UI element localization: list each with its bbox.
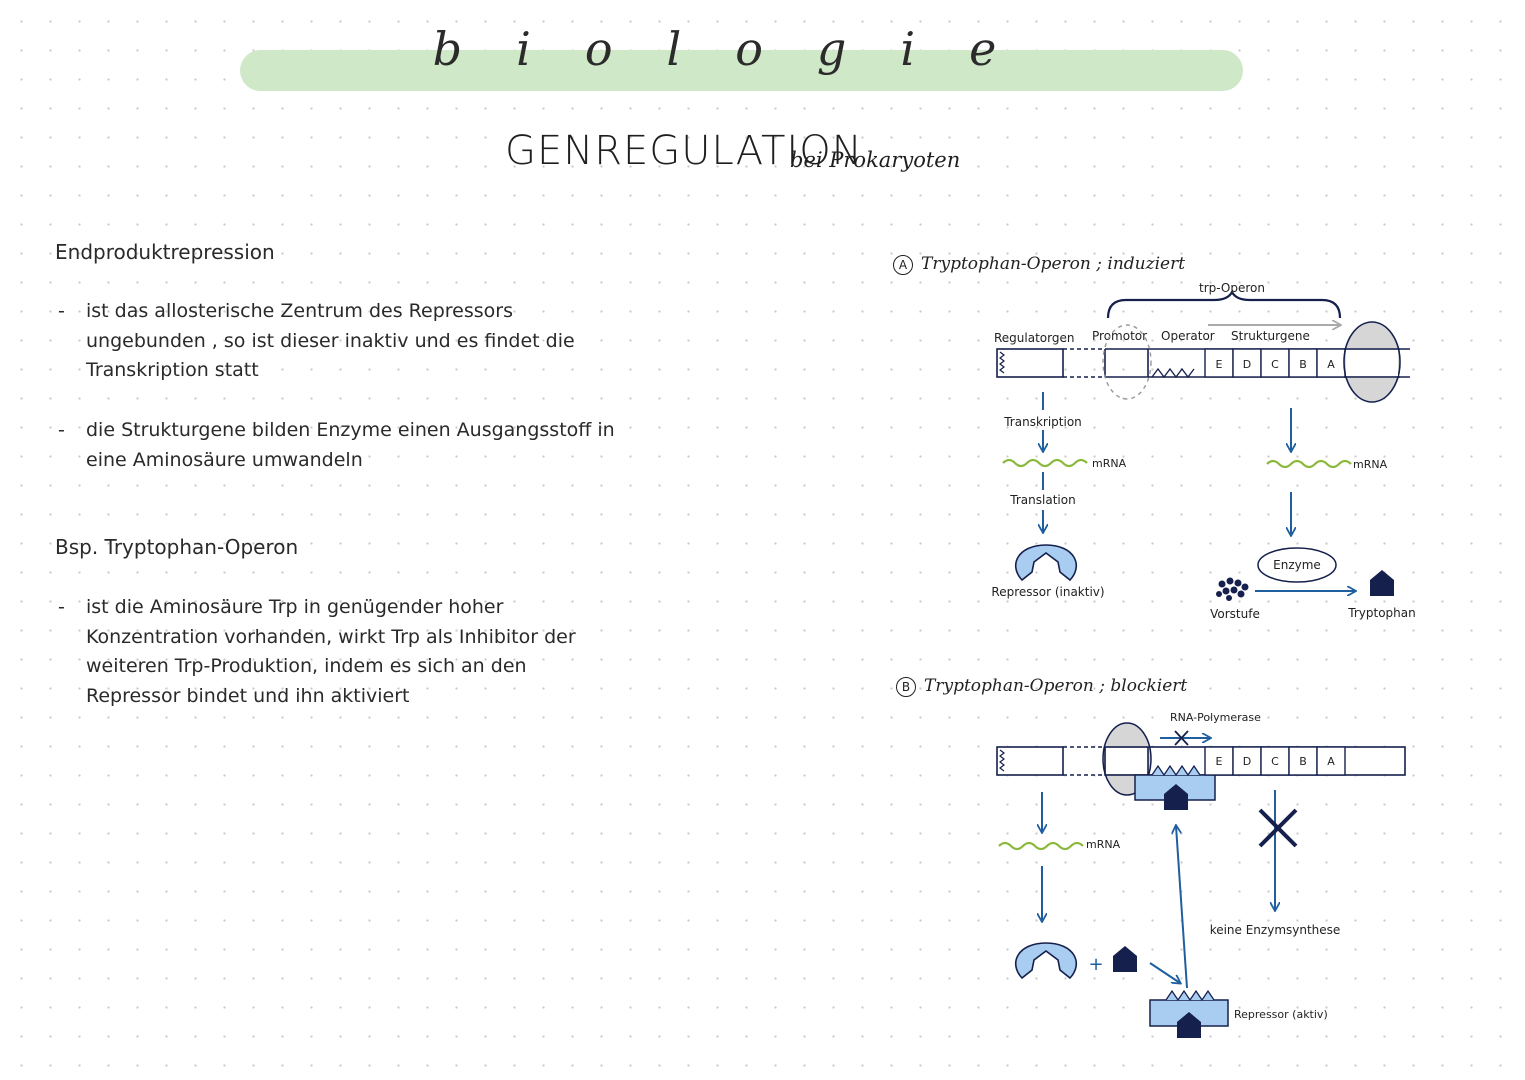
- strukturgene-label: Strukturgene: [1231, 329, 1310, 343]
- operon-brace: [1106, 289, 1342, 319]
- bullet-dash: -: [58, 419, 65, 441]
- bullet-item: - ist die Aminosäure Trp in genügender h…: [58, 593, 618, 711]
- rna-polymerase-label: RNA-Polymerase: [1170, 711, 1261, 724]
- gene-d-b: D: [1243, 755, 1251, 768]
- repressor-active-label: Repressor (aktiv): [1234, 1008, 1328, 1021]
- bullet-dash: -: [58, 596, 65, 618]
- bullet-item: - ist das allosterische Zentrum des Repr…: [58, 297, 618, 386]
- section-heading-beispiel: Bsp. Tryptophan-Operon: [55, 535, 299, 559]
- vorstufe-molecules: [1216, 577, 1249, 601]
- enzyme-oval: [1257, 547, 1337, 583]
- polymerase-outline: [1102, 324, 1152, 400]
- panel-a-heading: A Tryptophan-Operon ; induziert: [893, 254, 1185, 275]
- regulatorgen-zigzag: [999, 351, 1005, 374]
- tryptophan-free: [1113, 946, 1137, 972]
- section-heading-endproduktrepression: Endproduktrepression: [55, 240, 275, 264]
- gene-b: B: [1299, 358, 1307, 371]
- blocked-cross-small: [1174, 730, 1189, 746]
- bullet-text: die Strukturgene bilden Enzyme einen Aus…: [86, 419, 615, 471]
- regulatorgen-label: Regulatorgen: [994, 331, 1074, 345]
- regulatorgen-box-b: [996, 746, 1064, 776]
- page-title: GENREGULATION: [505, 128, 863, 174]
- gene-c-b: C: [1271, 755, 1279, 768]
- bullet-dash: -: [58, 300, 65, 322]
- panel-b-title: Tryptophan-Operon ; blockiert: [924, 676, 1188, 696]
- mrna-wave-a-left: [1002, 458, 1088, 468]
- repressor-inactive-label: Repressor (inaktiv): [991, 585, 1104, 599]
- promotor-label: Promotor: [1092, 329, 1147, 343]
- translation-label: Translation: [1009, 493, 1075, 507]
- tryptophan-bound: [1164, 784, 1188, 810]
- header-band: [240, 50, 1243, 91]
- bullet-text: ist das allosterische Zentrum des Repres…: [86, 300, 575, 381]
- gene-c: C: [1271, 358, 1279, 371]
- mrna-label-a-right: mRNA: [1353, 458, 1388, 471]
- gene-e: E: [1216, 358, 1223, 371]
- gene-d: D: [1243, 358, 1251, 371]
- keine-enzymsynthese-label: keine Enzymsynthese: [1210, 923, 1341, 937]
- repressor-inactive-b: [1014, 942, 1078, 980]
- repressor-inactive-shape: [1014, 544, 1078, 582]
- vorstufe-label: Vorstufe: [1210, 607, 1260, 621]
- panel-a-letter: A: [893, 255, 913, 275]
- operon-label: trp-Operon: [1199, 281, 1265, 295]
- panel-b-letter: B: [896, 677, 916, 697]
- mrna-wave-b: [998, 841, 1084, 851]
- page-subtitle: bei Prokaryoten: [790, 148, 961, 172]
- mrna-label-a-left: mRNA: [1092, 457, 1127, 470]
- mrna-label-b: mRNA: [1086, 838, 1121, 851]
- panel-b-heading: B Tryptophan-Operon ; blockiert: [896, 676, 1187, 697]
- enzyme-label: Enzyme: [1273, 558, 1321, 572]
- gene-e-b: E: [1216, 755, 1223, 768]
- gene-a: A: [1327, 358, 1335, 371]
- bullet-item: - die Strukturgene bilden Enzyme einen A…: [58, 416, 618, 475]
- mrna-wave-a-right: [1266, 459, 1352, 469]
- tryptophan-label: Tryptophan: [1347, 606, 1415, 620]
- tryptophan-shape: [1370, 570, 1394, 596]
- bullet-text: ist die Aminosäure Trp in genügender hoh…: [86, 596, 576, 707]
- gene-b-b: B: [1299, 755, 1307, 768]
- transkription-label: Transkription: [1003, 415, 1082, 429]
- blocked-cross-large: [1258, 808, 1298, 848]
- plus-sign: +: [1088, 954, 1103, 975]
- gene-a-b: A: [1327, 755, 1335, 768]
- header-word: biologie: [432, 22, 1051, 76]
- operator-label: Operator: [1161, 329, 1215, 343]
- regulatorgen-box: [996, 348, 1064, 378]
- panel-a-title: Tryptophan-Operon ; induziert: [921, 254, 1186, 274]
